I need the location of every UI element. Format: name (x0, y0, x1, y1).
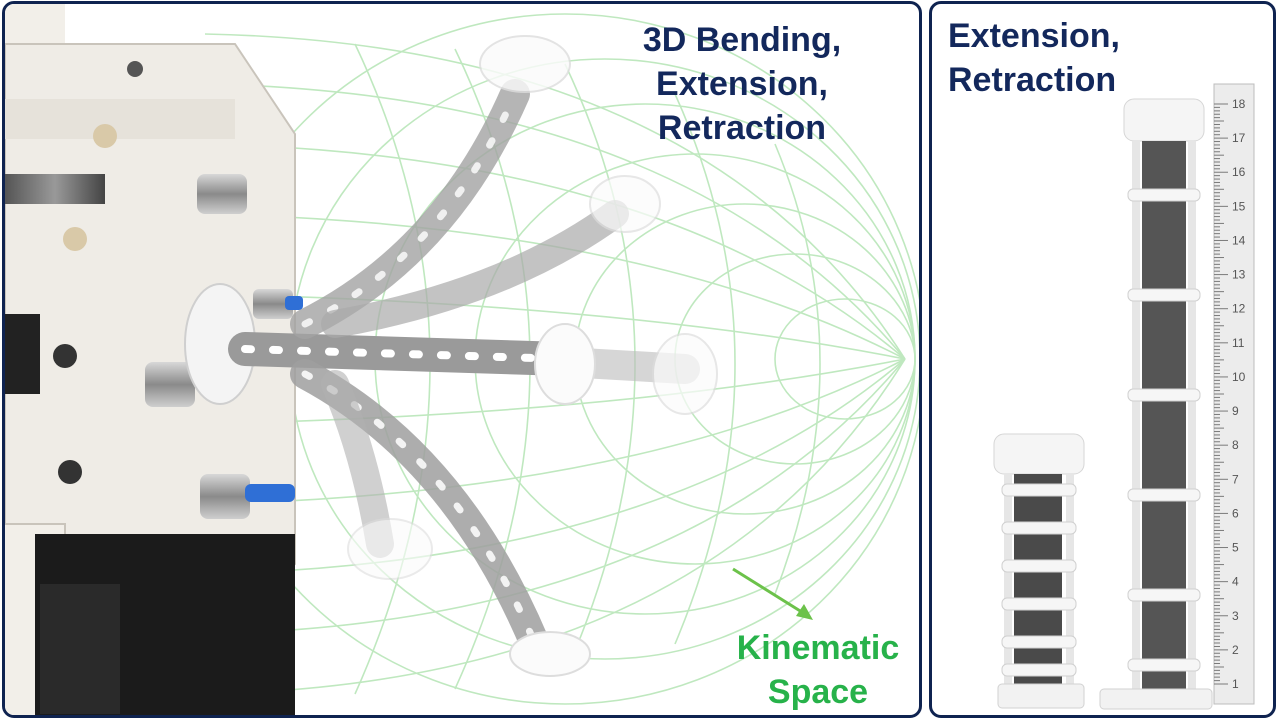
ruler-number: 13 (1232, 268, 1246, 282)
ruler-number: 9 (1232, 404, 1239, 418)
ruler-number: 12 (1232, 302, 1246, 316)
left-title-line-2: Extension, (656, 65, 828, 103)
ruler-number: 11 (1232, 336, 1245, 350)
ruler-number: 17 (1232, 131, 1246, 145)
left-title-line-1: 3D Bending, (642, 21, 842, 59)
ruler-number: 8 (1232, 438, 1239, 452)
left-title: 3D Bending, Extension, Retraction (617, 18, 867, 150)
ruler-number: 14 (1232, 233, 1246, 247)
ruler-number: 7 (1232, 472, 1239, 486)
ruler-number: 16 (1232, 165, 1246, 179)
kinematic-space-label: Kinematic Space (723, 626, 913, 714)
ruler-number: 4 (1232, 575, 1239, 589)
ruler-number: 5 (1232, 541, 1239, 555)
ruler-number: 1 (1232, 677, 1239, 691)
left-photo-panel: 3D Bending, Extension, Retraction Kinema… (2, 1, 922, 718)
kinematic-label-line-2: Space (767, 673, 869, 711)
left-title-line-3: Retraction (657, 109, 827, 147)
ruler-number: 10 (1232, 370, 1246, 384)
left-photo-illustration (5, 4, 919, 715)
kinematic-label-line-1: Kinematic (736, 629, 900, 667)
kinematic-arrow (732, 567, 813, 620)
right-title: Extension, Retraction (948, 14, 1120, 102)
actuator-end-caps (347, 35, 718, 677)
retracted-actuator (993, 433, 1085, 709)
ruler-number: 3 (1232, 609, 1239, 623)
actuator-fittings (145, 174, 303, 519)
right-title-line-1: Extension, (948, 17, 1120, 55)
ruler-number: 6 (1232, 506, 1239, 520)
right-title-line-2: Retraction (948, 61, 1117, 99)
ruler-number: 15 (1232, 199, 1246, 213)
ruler-number: 18 (1232, 97, 1246, 111)
ruler-number: 2 (1232, 643, 1239, 657)
extended-actuator (1099, 98, 1213, 710)
